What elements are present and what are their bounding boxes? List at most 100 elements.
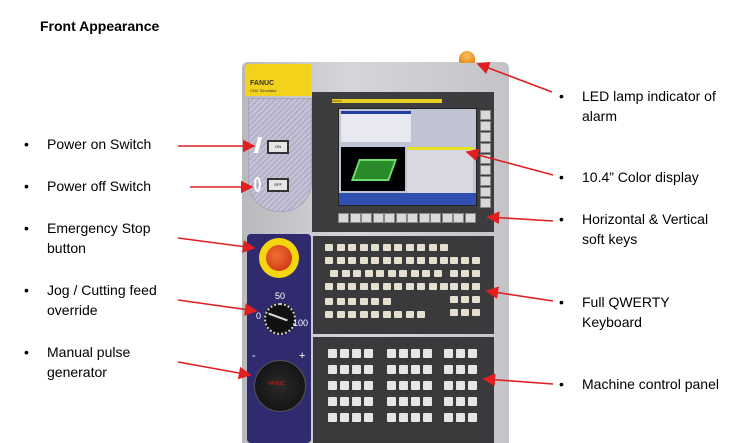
machine-control-key[interactable] [328, 413, 337, 422]
keyboard-key[interactable] [405, 283, 414, 290]
numpad-key[interactable] [461, 283, 469, 290]
machine-control-key[interactable] [468, 365, 477, 374]
horizontal-soft-key[interactable] [338, 213, 349, 223]
machine-control-key[interactable] [352, 413, 361, 422]
horizontal-soft-key[interactable] [407, 213, 418, 223]
keyboard-key[interactable] [382, 283, 391, 290]
keyboard-key[interactable] [440, 244, 448, 251]
machine-control-key[interactable] [399, 413, 408, 422]
keyboard-key[interactable] [325, 298, 333, 305]
keyboard-key[interactable] [359, 311, 368, 318]
machine-control-key[interactable] [468, 381, 477, 390]
numpad-key[interactable] [472, 296, 480, 303]
machine-control-key[interactable] [399, 365, 408, 374]
machine-control-key[interactable] [364, 381, 373, 390]
keyboard-key[interactable] [399, 270, 407, 277]
keyboard-key[interactable] [371, 283, 379, 290]
machine-control-key[interactable] [352, 381, 361, 390]
keyboard-key[interactable] [330, 270, 338, 277]
vertical-soft-key[interactable] [480, 198, 491, 208]
numpad-key[interactable] [472, 309, 480, 316]
machine-control-key[interactable] [411, 365, 420, 374]
keyboard-key[interactable] [341, 270, 350, 277]
machine-control-key[interactable] [456, 381, 465, 390]
vertical-soft-key[interactable] [480, 187, 491, 197]
keyboard-key[interactable] [405, 257, 414, 264]
numpad-key[interactable] [450, 296, 458, 303]
keyboard-key[interactable] [336, 244, 345, 251]
keyboard-key[interactable] [394, 257, 402, 264]
machine-control-key[interactable] [387, 381, 396, 390]
keyboard-key[interactable] [382, 244, 391, 251]
machine-control-key[interactable] [444, 413, 453, 422]
vertical-soft-key[interactable] [480, 132, 491, 142]
numpad-key[interactable] [461, 270, 469, 277]
numpad-key[interactable] [461, 257, 469, 264]
machine-control-key[interactable] [352, 349, 361, 358]
machine-control-key[interactable] [387, 365, 396, 374]
keyboard-key[interactable] [325, 257, 333, 264]
machine-control-key[interactable] [340, 397, 349, 406]
keyboard-key[interactable] [394, 311, 402, 318]
keyboard-key[interactable] [417, 244, 425, 251]
keyboard-key[interactable] [382, 298, 391, 305]
keyboard-key[interactable] [325, 244, 333, 251]
machine-control-key[interactable] [423, 397, 432, 406]
machine-control-key[interactable] [444, 381, 453, 390]
keyboard-key[interactable] [359, 283, 368, 290]
vertical-soft-key[interactable] [480, 121, 491, 131]
numpad-key[interactable] [461, 309, 469, 316]
keyboard-key[interactable] [410, 270, 419, 277]
horizontal-soft-key[interactable] [372, 213, 384, 223]
machine-control-key[interactable] [352, 397, 361, 406]
keyboard-key[interactable] [382, 257, 391, 264]
horizontal-soft-key[interactable] [418, 213, 430, 223]
keyboard-key[interactable] [433, 270, 442, 277]
keyboard-key[interactable] [428, 257, 437, 264]
machine-control-key[interactable] [456, 413, 465, 422]
keyboard-key[interactable] [405, 244, 414, 251]
keyboard-key[interactable] [359, 244, 368, 251]
numpad-key[interactable] [472, 270, 480, 277]
keyboard-key[interactable] [376, 270, 384, 277]
machine-control-key[interactable] [399, 397, 408, 406]
keyboard-key[interactable] [394, 283, 402, 290]
keyboard-key[interactable] [336, 283, 345, 290]
keyboard-key[interactable] [440, 257, 448, 264]
machine-control-key[interactable] [444, 397, 453, 406]
vertical-soft-key[interactable] [480, 143, 491, 153]
keyboard-key[interactable] [422, 270, 430, 277]
machine-control-key[interactable] [340, 413, 349, 422]
machine-control-key[interactable] [423, 349, 432, 358]
machine-control-key[interactable] [328, 381, 337, 390]
horizontal-soft-key[interactable] [464, 213, 476, 223]
keyboard-key[interactable] [417, 257, 425, 264]
keyboard-key[interactable] [348, 257, 356, 264]
keyboard-key[interactable] [353, 270, 361, 277]
keyboard-key[interactable] [359, 298, 368, 305]
horizontal-soft-key[interactable] [453, 213, 464, 223]
numpad-key[interactable] [472, 257, 480, 264]
machine-control-key[interactable] [340, 365, 349, 374]
horizontal-soft-key[interactable] [361, 213, 372, 223]
machine-control-key[interactable] [352, 365, 361, 374]
machine-control-key[interactable] [399, 349, 408, 358]
machine-control-key[interactable] [423, 381, 432, 390]
machine-control-key[interactable] [387, 413, 396, 422]
horizontal-soft-key[interactable] [349, 213, 361, 223]
machine-control-key[interactable] [387, 349, 396, 358]
machine-control-key[interactable] [411, 413, 420, 422]
keyboard-key[interactable] [382, 311, 391, 318]
keyboard-key[interactable] [428, 244, 437, 251]
vertical-soft-key[interactable] [480, 165, 491, 175]
numpad-key[interactable] [472, 283, 480, 290]
keyboard-key[interactable] [348, 311, 356, 318]
vertical-soft-key[interactable] [480, 176, 491, 186]
horizontal-soft-key[interactable] [441, 213, 453, 223]
keyboard-key[interactable] [336, 298, 345, 305]
machine-control-key[interactable] [444, 365, 453, 374]
machine-control-key[interactable] [444, 349, 453, 358]
machine-control-key[interactable] [411, 349, 420, 358]
machine-control-key[interactable] [328, 397, 337, 406]
machine-control-key[interactable] [456, 365, 465, 374]
